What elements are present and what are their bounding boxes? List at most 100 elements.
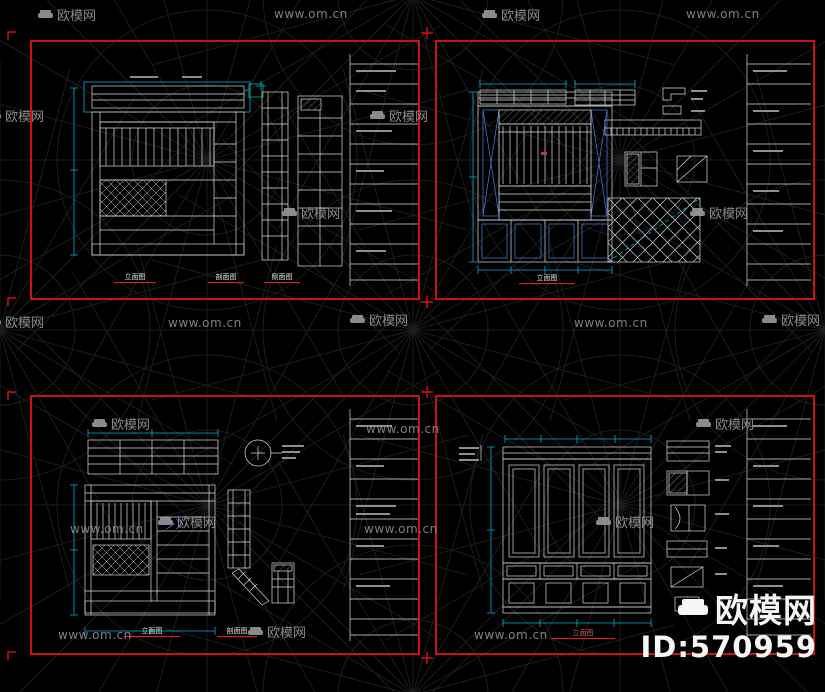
- asset-id: ID:570959: [640, 630, 817, 664]
- watermark-text: 欧模网: [501, 9, 541, 24]
- section-details: [227, 489, 295, 606]
- drawing-label: 侧面图: [272, 272, 293, 281]
- watermark-text: www.om.cn: [366, 422, 440, 436]
- watermark-url: www.om.cn: [574, 316, 648, 330]
- title-block: [349, 409, 418, 641]
- watermark-url: www.om.cn: [364, 522, 438, 536]
- watermark-text: www.om.cn: [474, 628, 548, 642]
- section-view-c: [297, 95, 343, 267]
- sofa-icon: [370, 110, 385, 121]
- drawing-label: 剖面图: [216, 272, 237, 281]
- sofa-icon: [38, 9, 53, 20]
- sheet-frame-bottom-left: [30, 395, 420, 655]
- sheet-frame-top-left: [30, 40, 420, 300]
- sofa-icon: [762, 314, 777, 325]
- drawing-cabinet-elevation-details: 立面图: [469, 54, 811, 286]
- section-details: [624, 151, 708, 187]
- sofa-icon: [0, 317, 1, 327]
- watermark-url: www.om.cn: [168, 316, 242, 330]
- sheet-frame-bottom-right: [435, 395, 815, 655]
- sofa-icon: [350, 314, 365, 325]
- sofa-icon: [248, 626, 263, 637]
- sofa-icon: [482, 9, 497, 20]
- watermark-url: www.om.cn: [274, 7, 348, 21]
- sofa-icon: [696, 418, 711, 429]
- watermark-text: 欧模网: [369, 314, 409, 329]
- dimension-lines: [70, 81, 266, 256]
- registration-marks: [7, 27, 433, 664]
- watermark-text: 欧模网: [177, 516, 217, 531]
- site-logo: 欧模网 ID:570959: [640, 584, 817, 662]
- watermark-text: 欧模网: [5, 316, 45, 331]
- watermark-text: 欧模网: [267, 626, 307, 641]
- watermark-url: www.om.cn: [58, 628, 132, 642]
- watermark-brand: 欧模网: [0, 312, 44, 331]
- watermark-brand: 欧模网: [158, 512, 216, 531]
- lattice-panel: [607, 197, 701, 263]
- watermark-text: www.om.cn: [168, 316, 242, 330]
- drawing-wardrobe-elevation-c: 立面图: [459, 409, 811, 641]
- watermark-text: www.om.cn: [58, 628, 132, 642]
- watermark-brand: 欧模网: [690, 203, 748, 222]
- dimension-text: [130, 76, 202, 78]
- drawing-cabinet-elevation-b: 立面图 剖面图: [70, 409, 418, 641]
- watermark-text: www.om.cn: [70, 522, 144, 536]
- watermark-brand: 欧模网: [350, 310, 408, 329]
- watermark-text: 欧模网: [615, 516, 655, 531]
- sofa-icon: [596, 516, 611, 527]
- sofa-icon: [0, 111, 1, 121]
- title-block: [349, 54, 418, 286]
- drawing-label: 剖面图: [227, 626, 248, 635]
- watermark-url: www.om.cn: [366, 422, 440, 436]
- note-text: [459, 447, 479, 461]
- watermark-text: www.om.cn: [574, 316, 648, 330]
- cabinet-elevation: [477, 91, 613, 263]
- watermark-text: 欧模网: [301, 207, 341, 222]
- title-block: [746, 409, 811, 641]
- watermark-text: 欧模网: [111, 418, 151, 433]
- molding-profile-details: [479, 87, 707, 136]
- watermark-brand: 欧模网: [38, 5, 96, 24]
- drawing-label: 立面图: [537, 273, 558, 282]
- site-logo-text: 欧模网: [715, 591, 817, 630]
- watermark-url: www.om.cn: [70, 522, 144, 536]
- watermark-text: 欧模网: [709, 207, 749, 222]
- watermark-brand: 欧模网: [282, 203, 340, 222]
- watermark-text: 欧模网: [57, 9, 97, 24]
- drawing-wardrobe-elevation-a: 立面图 剖面图 侧面图: [70, 54, 418, 286]
- detail-callout: [244, 439, 304, 467]
- watermark-text: 欧模网: [781, 314, 821, 329]
- sofa-icon: [282, 207, 297, 218]
- watermark-brand: 欧模网: [482, 5, 540, 24]
- watermark-text: 欧模网: [5, 110, 45, 125]
- watermark-brand: 欧模网: [92, 414, 150, 433]
- sofa-icon: [158, 516, 173, 527]
- watermark-text: www.om.cn: [274, 7, 348, 21]
- dimension-lines: [487, 435, 652, 627]
- watermark-brand: 欧模网: [762, 310, 820, 329]
- watermark-url: www.om.cn: [686, 7, 760, 21]
- wardrobe-elevation: [502, 446, 652, 614]
- watermark-brand: 欧模网: [370, 106, 428, 125]
- watermark-text: 欧模网: [389, 110, 429, 125]
- watermark-url: www.om.cn: [474, 628, 548, 642]
- drawing-label: 立面图: [125, 272, 146, 281]
- sheet-frame-top-right: [435, 40, 815, 300]
- crown-elevation: [87, 439, 219, 475]
- sofa-icon: [690, 207, 705, 218]
- watermark-text: www.om.cn: [686, 7, 760, 21]
- sofa-icon: [92, 418, 107, 429]
- drawing-label: 立面图: [142, 626, 163, 635]
- watermark-brand: 欧模网: [696, 414, 754, 433]
- title-block: [746, 54, 811, 286]
- dimension-lines: [70, 429, 219, 635]
- drawing-label: 立面图: [573, 628, 594, 637]
- sofa-icon: [678, 599, 708, 617]
- watermark-brand: 欧模网: [596, 512, 654, 531]
- watermark-brand: 欧模网: [248, 622, 306, 641]
- watermark-brand: 欧模网: [0, 106, 44, 125]
- cabinet-elevation: [84, 484, 216, 616]
- watermark-text: www.om.cn: [364, 522, 438, 536]
